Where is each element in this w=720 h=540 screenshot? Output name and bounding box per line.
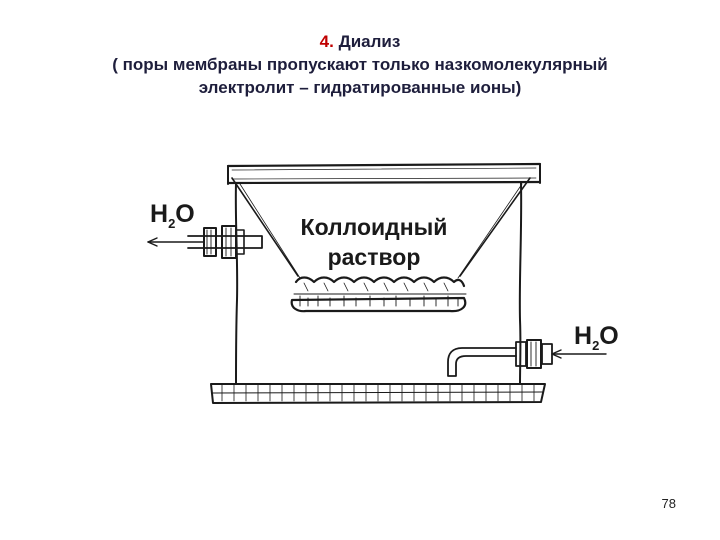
water-out-sub: 2 (168, 216, 176, 231)
water-in-label: H2O (574, 322, 619, 353)
title-line-3: электролит – гидратированные ионы) (198, 78, 522, 97)
water-out-label: H2O (150, 200, 195, 231)
outflow-arrow (147, 237, 205, 247)
title-name: Диализ (338, 32, 401, 51)
membrane-sack (290, 276, 467, 313)
water-in-h: H (574, 322, 593, 350)
colloid-line-2: раствор (327, 244, 421, 270)
water-in-sub: 2 (592, 338, 600, 353)
slide-title: 4. Диализ ( поры мембраны пропускают тол… (0, 30, 720, 99)
top-rim (226, 162, 542, 185)
inflow-arrow (551, 349, 607, 359)
right-inlet-fitting (447, 339, 553, 377)
water-in-o: O (599, 322, 619, 350)
page-number: 78 (661, 496, 676, 511)
colloid-line-1: Коллоидный (300, 214, 448, 240)
title-line-1: 4. Диализ (0, 30, 720, 53)
bottom-tray (210, 383, 546, 404)
water-out-o: O (175, 200, 195, 228)
title-number: 4. (319, 32, 334, 51)
water-out-h: H (150, 200, 169, 228)
membrane-funnel (231, 177, 531, 279)
colloid-solution-label: Коллоидный раствор (282, 212, 466, 272)
title-line-2: ( поры мембраны пропускают только назком… (112, 55, 608, 74)
